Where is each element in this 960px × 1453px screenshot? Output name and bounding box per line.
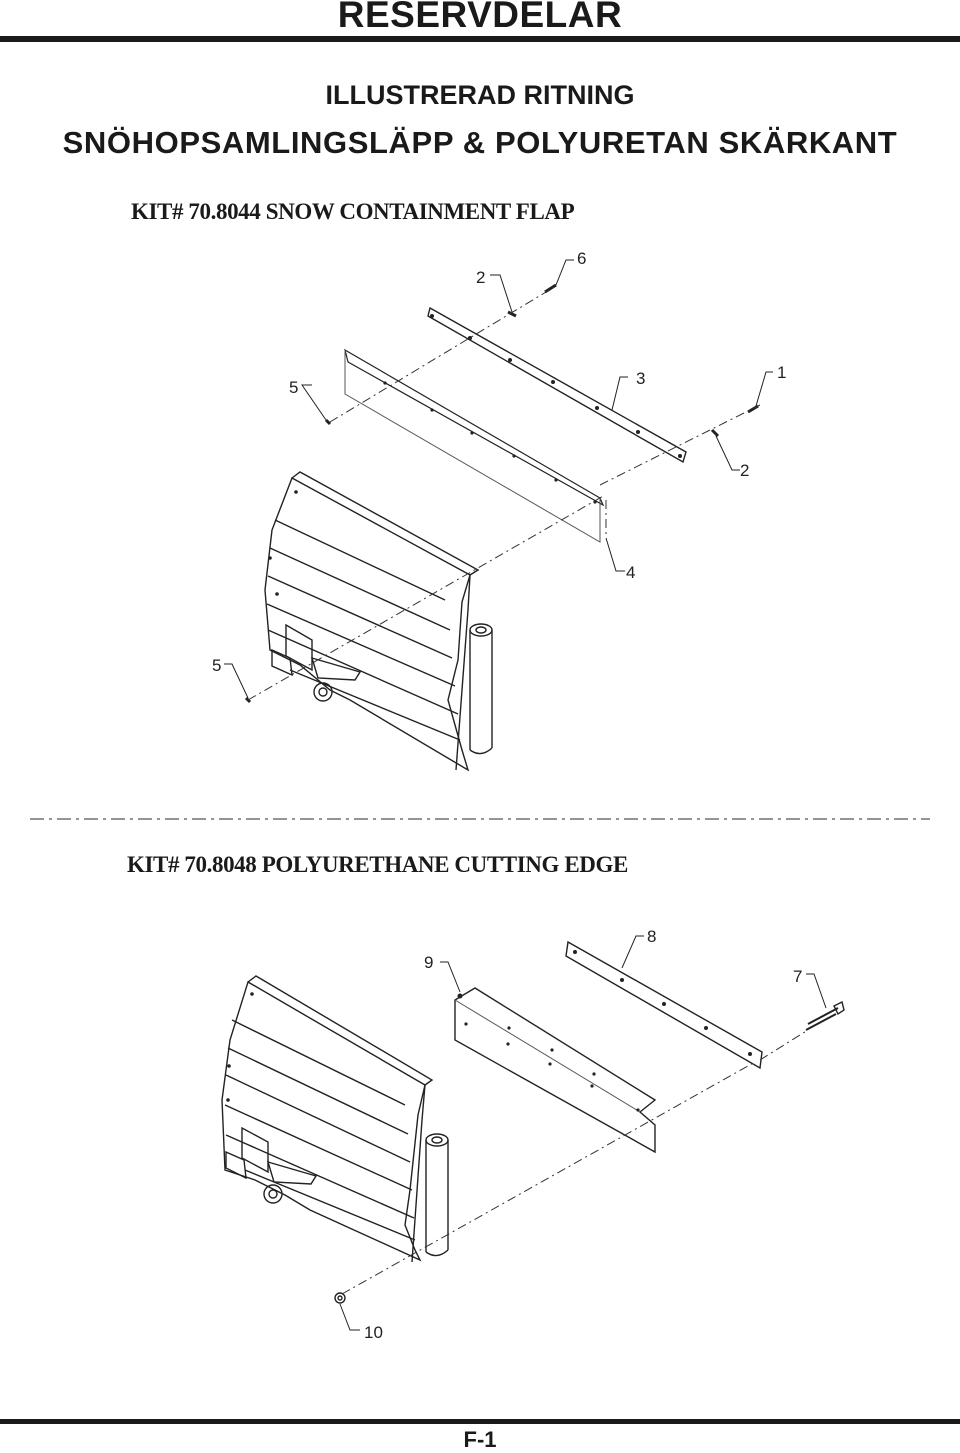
snow-flap-exploded-drawing: 2 6 5 3 1 2 4 5 <box>212 249 786 772</box>
callout-5-upper: 5 <box>289 378 298 397</box>
callout-8: 8 <box>647 927 656 946</box>
plow-blade-body <box>264 477 471 772</box>
clamp-bar <box>427 306 687 464</box>
mount-bracket <box>285 623 313 672</box>
callout-4: 4 <box>626 563 635 582</box>
callout-7: 7 <box>793 967 802 986</box>
callout-6: 6 <box>577 249 586 268</box>
drawing-type-subtitle: ILLUSTRERAD RITNING <box>325 80 635 110</box>
pivot-cylinder <box>469 630 493 750</box>
callout-5-lower: 5 <box>212 656 221 675</box>
section-divider <box>30 818 930 820</box>
pivot-cylinder-2 <box>425 1140 449 1252</box>
header-rule <box>0 36 960 42</box>
plow-blade-body-2 <box>221 980 426 1262</box>
steel-clamp-bar <box>565 940 763 1070</box>
callout-1: 1 <box>777 363 786 382</box>
document-subtitle: SNÖHOPSAMLINGSLÄPP & POLYURETAN SKÄRKANT <box>62 125 898 160</box>
kit-1-title: KIT# 70.8044 SNOW CONTAINMENT FLAP <box>131 199 575 224</box>
cutting-edge-exploded-drawing: 8 9 7 10 <box>221 927 845 1342</box>
mount-bracket-2 <box>241 1126 269 1174</box>
rubber-flap-plate <box>344 348 605 507</box>
callout-10: 10 <box>364 1323 383 1342</box>
page-title: RESERVDELAR <box>337 0 623 35</box>
callout-2-top: 2 <box>476 268 485 287</box>
kit-2-title: KIT# 70.8048 POLYURETHANE CUTTING EDGE <box>127 852 628 877</box>
polyurethane-edge <box>454 987 657 1154</box>
callout-9: 9 <box>424 953 433 972</box>
footer-rule <box>0 1419 960 1424</box>
page-number: F-1 <box>463 1427 497 1452</box>
callout-3: 3 <box>636 369 645 388</box>
callout-2-right: 2 <box>740 461 749 480</box>
